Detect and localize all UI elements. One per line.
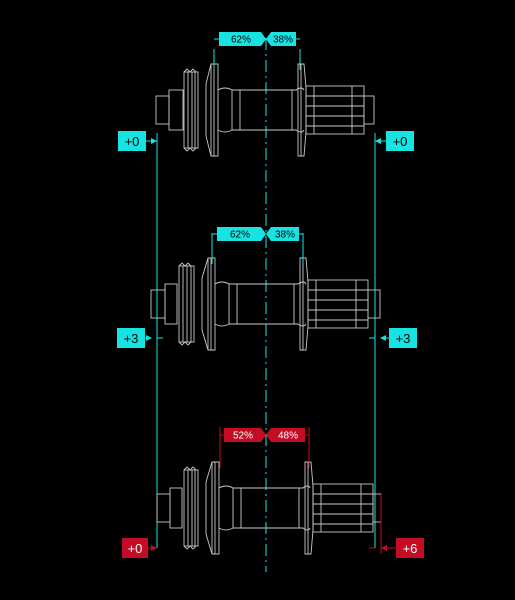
split-label-left: 62% (219, 32, 266, 46)
hub-drawing (150, 257, 381, 351)
left-offset-value: +0 (128, 541, 143, 556)
split-bracket (219, 427, 310, 468)
split-percent-right: 38% (275, 230, 295, 241)
split-percent-left: 62% (231, 35, 251, 46)
right-offset-value: +3 (396, 331, 411, 346)
left-offset: +0 (118, 131, 157, 151)
split-label-right: 38% (266, 32, 296, 46)
hub-drawing (155, 63, 375, 157)
right-offset-value: +6 (403, 541, 418, 556)
split-label-left: 52% (224, 428, 266, 442)
split-percent-left: 62% (230, 230, 250, 241)
right-offset: +3 (369, 328, 417, 348)
hub-drawing (156, 461, 382, 555)
reference-lines (156, 133, 376, 548)
split-label-right: 38% (266, 227, 299, 241)
split-percent-left: 52% (233, 431, 253, 442)
split-label-right: 48% (266, 428, 305, 442)
left-offset: +0 (122, 538, 157, 558)
split-bracket (213, 49, 301, 70)
right-offset: +6 (369, 494, 424, 558)
right-offset: +0 (375, 131, 414, 151)
hub-plus-six: 52% 48% +0 +6 (122, 427, 424, 558)
split-percent-right: 38% (273, 35, 293, 46)
hub-plus-three: 62% 38% +3 +3 (117, 227, 417, 351)
split-bracket (211, 233, 304, 264)
right-offset-value: +0 (393, 134, 408, 149)
split-label-left: 62% (217, 227, 266, 241)
left-offset-value: +0 (125, 134, 140, 149)
left-offset-value: +3 (124, 331, 139, 346)
hub-standard: 62% 38% +0 +0 (118, 32, 414, 157)
left-offset: +3 (117, 328, 163, 348)
split-percent-right: 48% (278, 431, 298, 442)
